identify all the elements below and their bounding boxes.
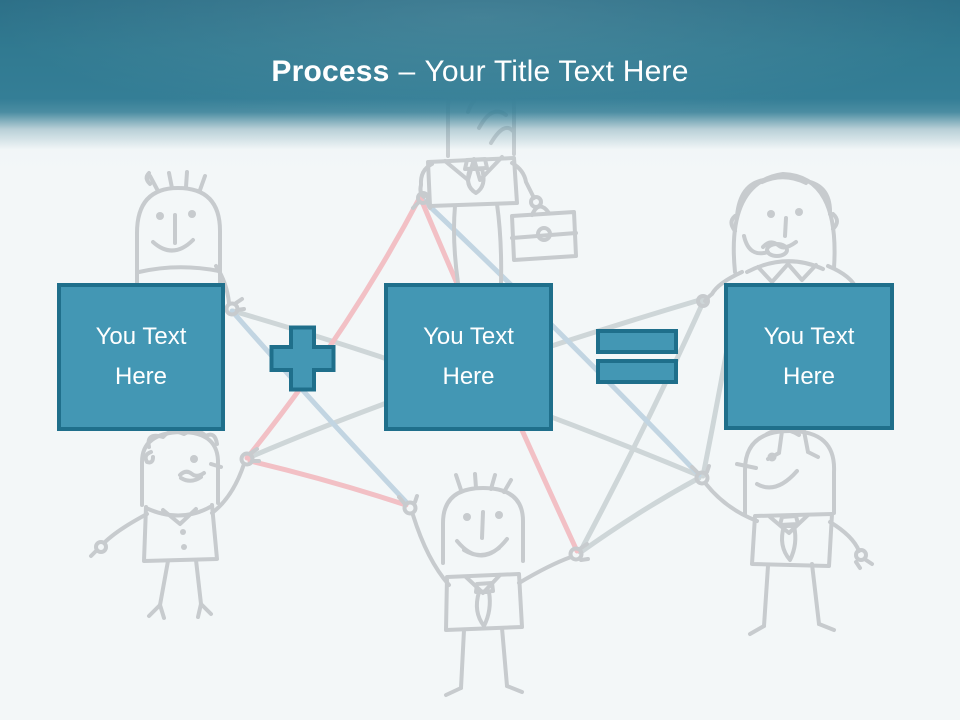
title-text: Your Title Text Here — [424, 55, 689, 88]
figure-man-top-left — [135, 170, 246, 317]
text-box-right[interactable]: You Text Here — [724, 283, 894, 430]
figure-man-bottom-center — [397, 472, 590, 697]
figure-woman-bottom-left — [89, 429, 261, 620]
title-separator: – — [398, 55, 416, 88]
header-band — [0, 0, 960, 170]
text-box-middle-label: You Text Here — [423, 323, 514, 390]
figure-man-bottom-right — [690, 427, 874, 636]
text-box-left[interactable]: You Text Here — [57, 283, 225, 431]
text-box-middle[interactable]: You Text Here — [384, 283, 553, 431]
figure-headset-operator-top-right — [696, 172, 859, 461]
page-title[interactable]: Process–Your Title Text Here — [0, 52, 960, 92]
text-box-left-label: You Text Here — [95, 323, 187, 390]
title-emphasis: Process — [271, 55, 390, 88]
connection-strings — [229, 194, 739, 555]
text-box-right-label: You Text Here — [763, 322, 855, 390]
headset-mic-icon — [742, 234, 789, 258]
briefcase-icon — [510, 204, 578, 262]
